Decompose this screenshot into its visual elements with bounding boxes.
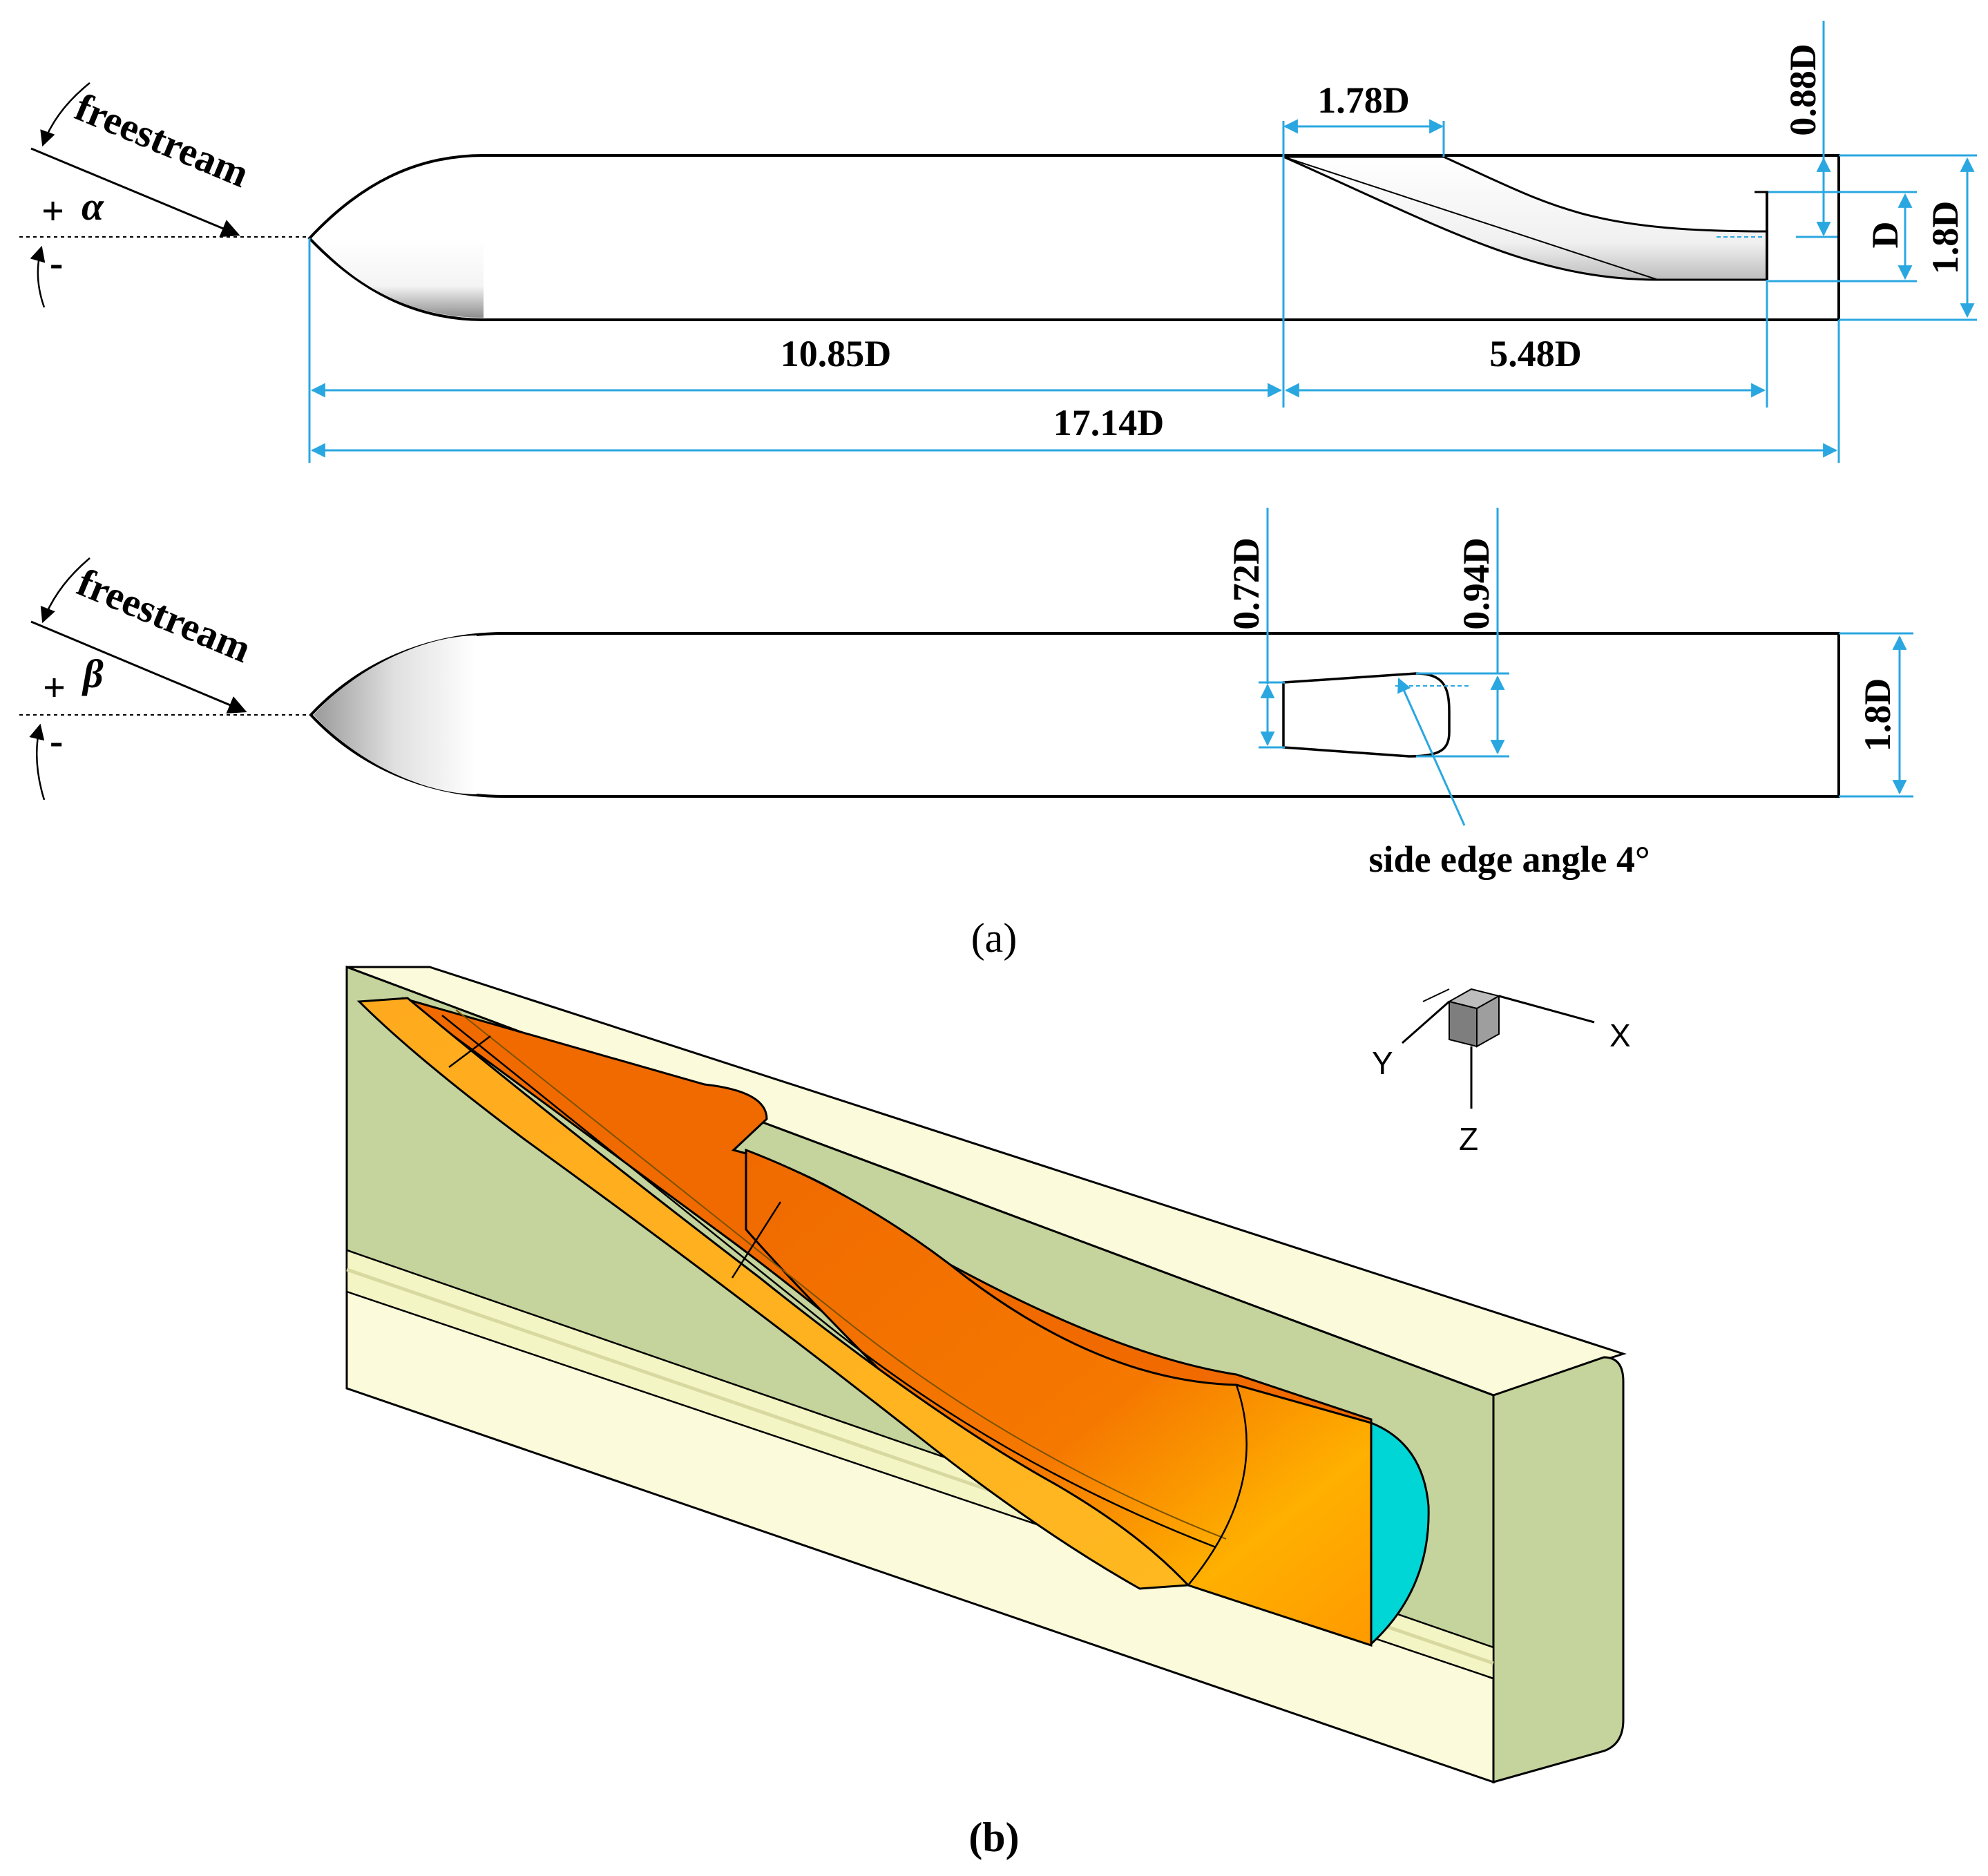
axis-label-x: X xyxy=(1609,1017,1631,1053)
duct-seg-2 xyxy=(731,1201,782,1279)
caption-b: (b) xyxy=(968,1815,1019,1860)
top-freestream-curl xyxy=(40,557,90,624)
triad-top-line xyxy=(1422,988,1450,1002)
side-angle-symbol: α xyxy=(82,184,104,229)
top-dim-body-dia: 1.8D xyxy=(1857,678,1898,752)
iso-view: X Y Z (b) xyxy=(345,965,1631,1860)
top-view: freestream + β - 0.72D 0.94D 1.8D side e… xyxy=(19,508,1913,961)
duct-strip-line xyxy=(441,1015,1216,1549)
axis-label-z: Z xyxy=(1459,1121,1478,1157)
top-angle-curl xyxy=(29,723,46,801)
duct-seg-3 xyxy=(1187,1384,1248,1586)
triad-y-axis xyxy=(1402,1000,1450,1044)
side-nose-shading xyxy=(312,238,484,318)
axis-triad: X Y Z xyxy=(1372,988,1631,1157)
side-ramp-line xyxy=(1283,156,1659,280)
axis-label-y: Y xyxy=(1372,1045,1393,1081)
duct-seg-1 xyxy=(448,1035,491,1068)
side-angle-negative: - xyxy=(50,240,63,285)
side-dim-body-dia: 1.8D xyxy=(1924,201,1966,275)
side-intake-ramp xyxy=(1283,155,1768,281)
side-dim-lip-offset: 0.88D xyxy=(1782,44,1824,136)
side-dim-duct: 5.48D xyxy=(1489,333,1582,374)
side-angle-positive: + xyxy=(41,189,64,233)
side-angle-curl xyxy=(30,245,46,308)
top-side-edge-label: side edge angle 4° xyxy=(1368,839,1650,880)
top-body-outline xyxy=(309,632,1840,798)
caption-a: (a) xyxy=(971,915,1017,961)
top-nose-shading xyxy=(314,635,477,794)
triad-cube-side xyxy=(1476,995,1500,1048)
side-dim-forebody: 10.85D xyxy=(781,333,892,374)
top-dim-front-width: 0.94D xyxy=(1455,537,1497,630)
side-freestream-curl xyxy=(40,82,90,147)
side-dim-duct-dia: D xyxy=(1864,222,1906,249)
top-angle-symbol: β xyxy=(82,651,104,696)
top-angle-negative: - xyxy=(50,718,63,763)
duct-strip-line-2 xyxy=(455,1009,1227,1540)
side-dim-inlet-length: 1.78D xyxy=(1317,79,1410,121)
top-dim-rear-width: 0.72D xyxy=(1225,537,1267,630)
top-side-edge-leader xyxy=(1397,678,1466,826)
side-freestream-arrow xyxy=(30,147,240,238)
triad-cube-front xyxy=(1449,1000,1478,1048)
triad-x-axis xyxy=(1498,995,1595,1024)
side-view: freestream + α - 1.78D 0.88D D 1.8D 10 xyxy=(19,21,1977,463)
side-freestream-label: freestream xyxy=(69,84,256,196)
duct-outlet-face xyxy=(1370,1421,1430,1647)
top-freestream-arrow xyxy=(30,620,247,714)
side-dim-total: 17.14D xyxy=(1053,402,1165,443)
shell-end-face xyxy=(1492,1356,1625,1783)
top-angle-positive: + xyxy=(43,665,66,710)
